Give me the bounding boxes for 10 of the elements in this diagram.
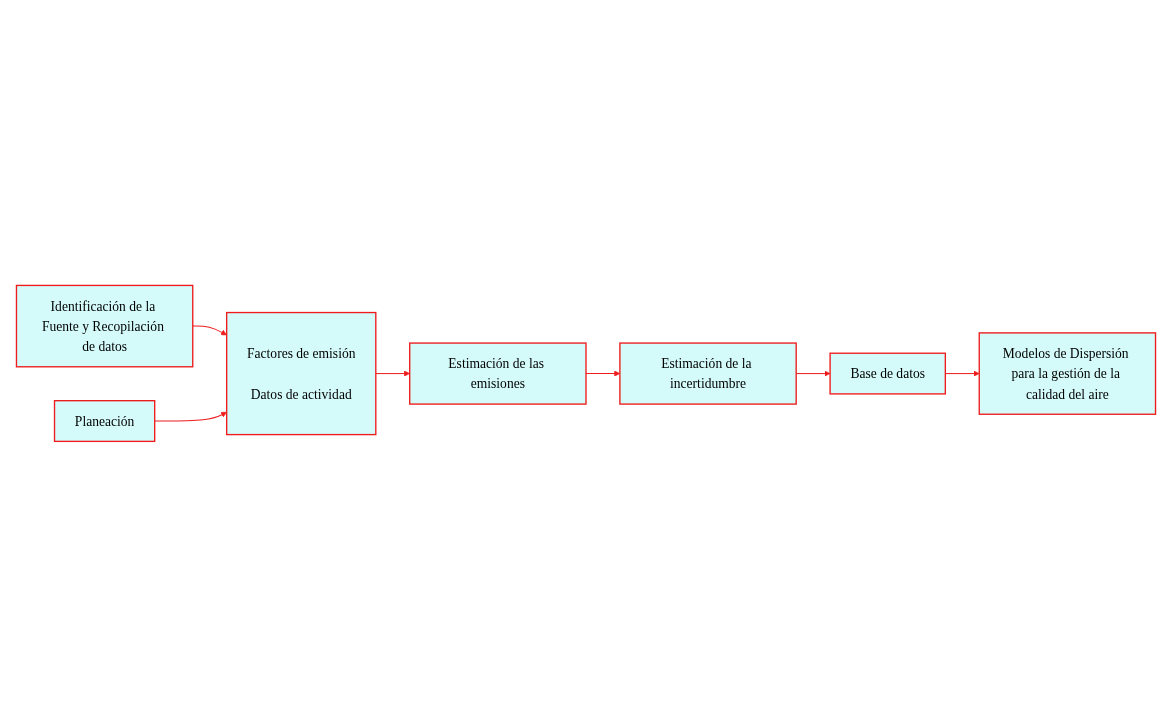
arrow [154, 412, 227, 422]
node-box: Estimación de la incertidumbre [619, 342, 797, 405]
node-box: Estimación de las emisiones [409, 342, 587, 405]
node-box: Identificación de la Fuente y Recopilación de datos [15, 284, 194, 368]
arrow [192, 325, 227, 336]
node-box: Modelos de Dispersión para la gestión de la calidad del aire [978, 332, 1157, 415]
node-box: Planeación [53, 400, 156, 443]
arrow [375, 370, 410, 377]
node-box: Factores de emisión Datos de actividad [226, 311, 377, 436]
node-box: Base de datos [829, 352, 946, 395]
